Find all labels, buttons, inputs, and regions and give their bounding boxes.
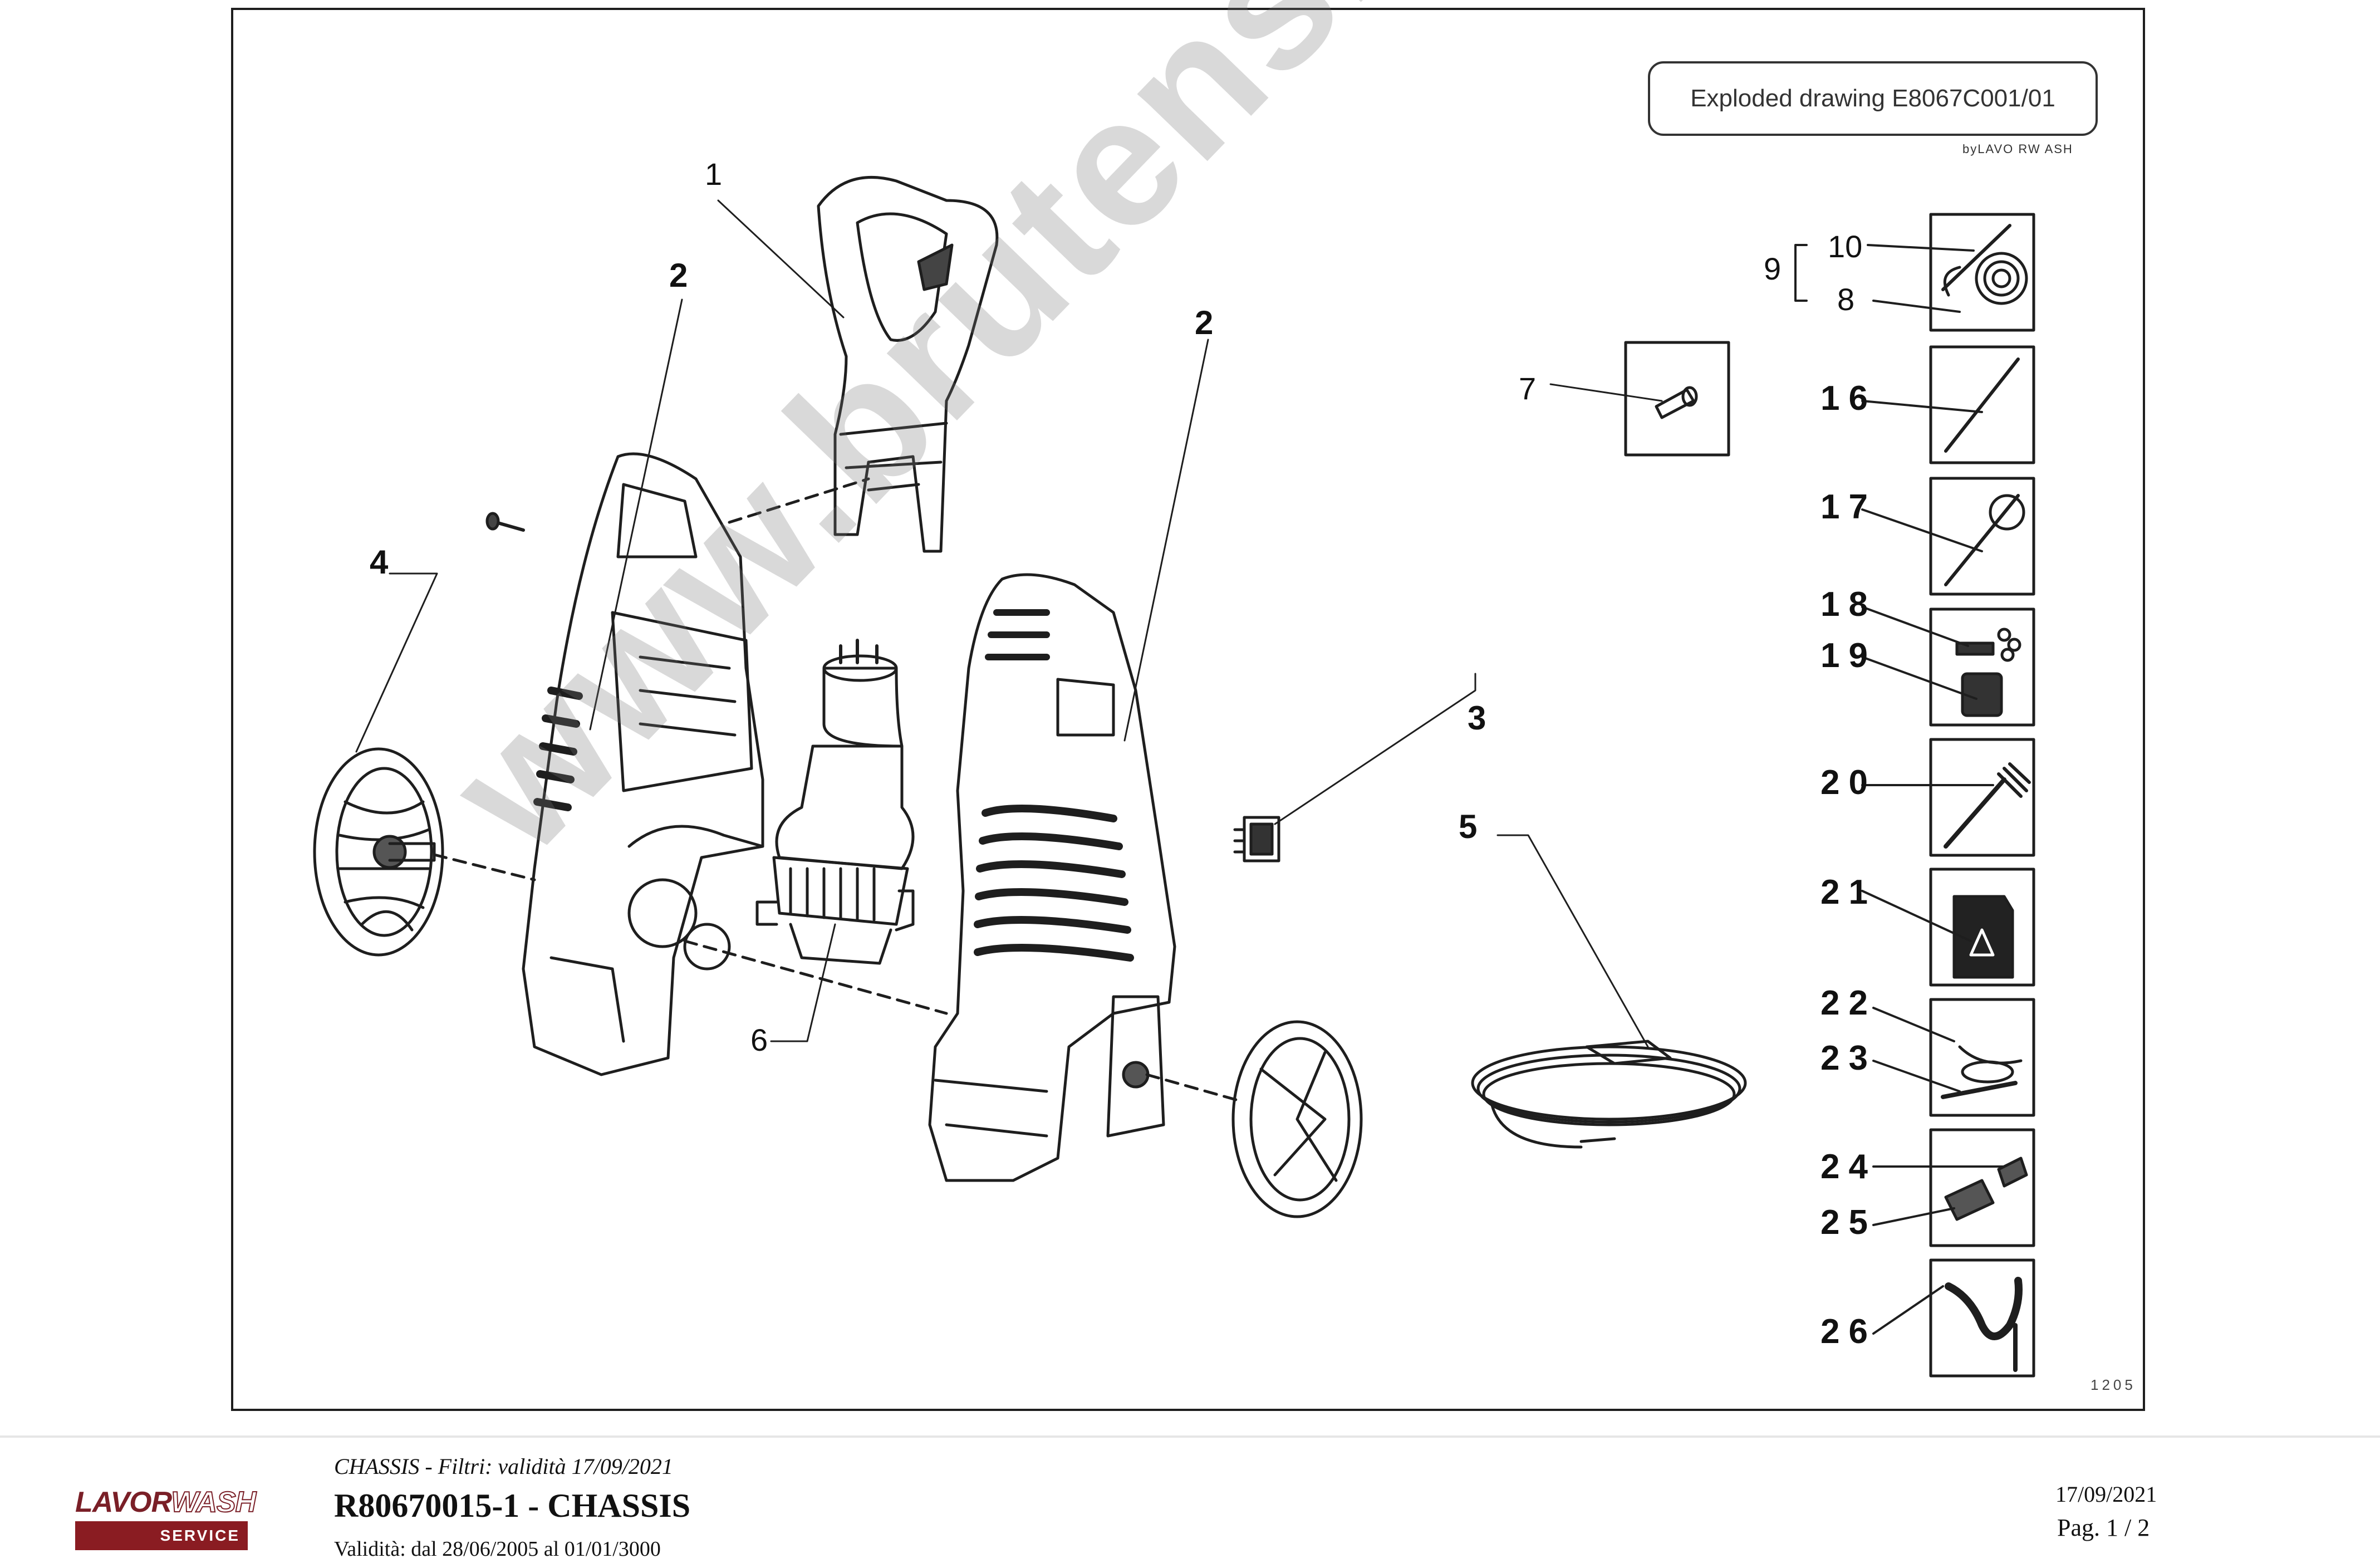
switch-part [1233, 816, 1280, 863]
leader-lines [355, 199, 1663, 1048]
lavorwash-logo: LAVORWASH SERVICE [75, 1486, 257, 1551]
part-label-8: 8 [1837, 282, 1855, 317]
part-label-20: 20 [1820, 763, 1877, 802]
part-7-box [1624, 341, 1730, 457]
right-wheel-part [1231, 1020, 1363, 1218]
accessory-column [1929, 213, 2035, 1378]
part-label-25: 25 [1820, 1203, 1877, 1242]
part-label-1: 1 [705, 156, 723, 192]
part-label-23: 23 [1820, 1039, 1877, 1077]
part-label-5: 5 [1459, 808, 1478, 845]
validity-line: Validità: dal 28/06/2005 al 01/01/3000 [334, 1537, 661, 1561]
part-label-26: 26 [1820, 1312, 1877, 1351]
part-label-10: 10 [1828, 229, 1863, 264]
part-title: R80670015-1 - CHASSIS [334, 1487, 691, 1524]
part-label-21: 21 [1820, 873, 1877, 912]
exploded-drawing [313, 176, 2035, 1378]
accessory-leaders [1794, 244, 2005, 1335]
print-date: 17/09/2021 [2055, 1482, 2157, 1507]
center-axle-axis [683, 939, 948, 1015]
part-label-19: 19 [1820, 636, 1877, 675]
footer-divider [0, 1435, 2380, 1438]
part-label-17: 17 [1820, 488, 1877, 526]
part-label-9: 9 [1764, 251, 1782, 286]
part-label-3: 3 [1468, 699, 1486, 737]
left-shell-part [522, 452, 764, 1076]
left-wheel-part [313, 747, 444, 957]
part-label-6: 6 [750, 1022, 768, 1057]
filter-line: CHASSIS - Filtri: validità 17/09/2021 [334, 1454, 673, 1479]
pump-part [755, 639, 915, 965]
handle-axis [728, 477, 870, 524]
part-label-16: 16 [1820, 379, 1877, 418]
right-axle-axis [1145, 1073, 1238, 1101]
left-axle-axis [433, 853, 536, 881]
sheet-code: 1205 [2091, 1376, 2136, 1393]
handle-part [817, 176, 999, 553]
drawing-title: Exploded drawing E8067C001/01 [1648, 61, 2098, 136]
part-label-24: 24 [1820, 1148, 1877, 1186]
drawing-frame [231, 8, 2145, 1411]
cable-part [1471, 1040, 1747, 1149]
page-number: Pag. 1 / 2 [2057, 1514, 2150, 1541]
maker-label: byLAVO RW ASH [1962, 142, 2073, 156]
part-label-2-left: 2 [669, 257, 688, 294]
part-label-2-right: 2 [1195, 304, 1214, 341]
part-label-7: 7 [1519, 371, 1537, 406]
part-label-22: 22 [1820, 984, 1877, 1022]
part-label-4: 4 [370, 543, 389, 581]
part-label-18: 18 [1820, 585, 1877, 624]
right-shell-part [928, 573, 1176, 1182]
screw-part [485, 512, 525, 532]
service-label: SERVICE [75, 1521, 248, 1550]
